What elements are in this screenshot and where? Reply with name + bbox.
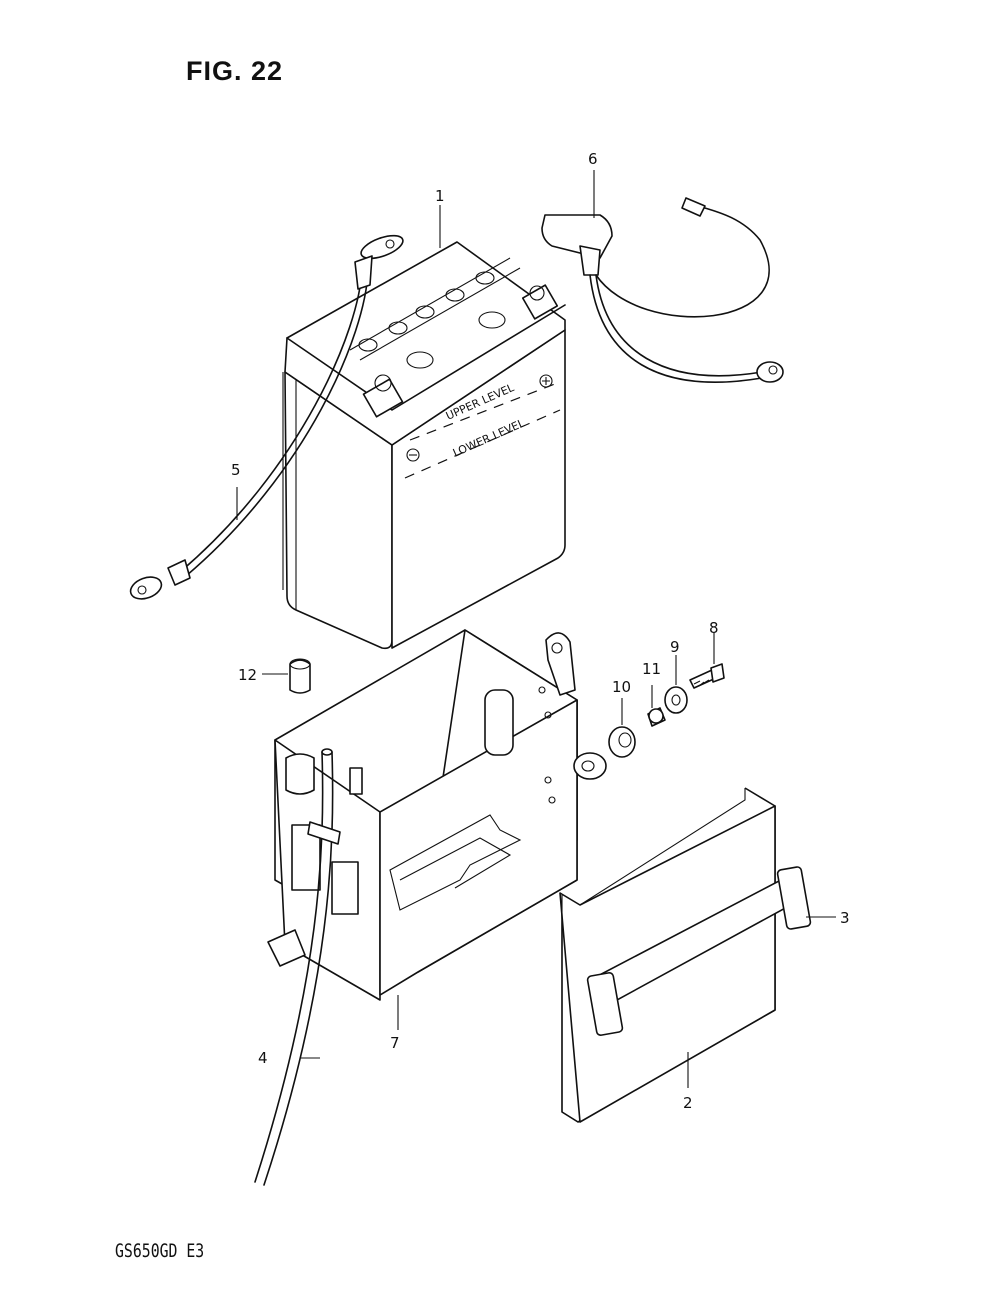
negative-cable <box>129 234 404 600</box>
positive-cable <box>541 170 784 383</box>
callout-12: 12 <box>238 666 257 684</box>
callout-11: 11 <box>642 660 661 678</box>
strap <box>586 866 836 1036</box>
callout-2: 2 <box>683 1094 693 1112</box>
callout-6: 6 <box>588 150 598 168</box>
battery-case <box>267 629 607 1030</box>
bolt <box>689 632 725 689</box>
callout-5: 5 <box>231 461 241 479</box>
callout-9: 9 <box>670 638 680 656</box>
figure-title: FIG. 22 <box>186 56 284 86</box>
model-code: GS650GD E3 <box>115 1240 205 1262</box>
hose-clamp <box>262 658 315 795</box>
callout-8: 8 <box>709 619 719 637</box>
grommet <box>608 698 636 758</box>
callout-4: 4 <box>258 1049 268 1067</box>
washer <box>664 655 688 714</box>
callout-3: 3 <box>840 909 850 927</box>
spacer <box>647 685 666 727</box>
callout-10: 10 <box>612 678 631 696</box>
battery: UPPER LEVEL LOWER LEVEL <box>282 205 566 650</box>
callout-7: 7 <box>390 1034 400 1052</box>
vent-hose <box>254 748 341 1186</box>
callout-1: 1 <box>435 187 445 205</box>
